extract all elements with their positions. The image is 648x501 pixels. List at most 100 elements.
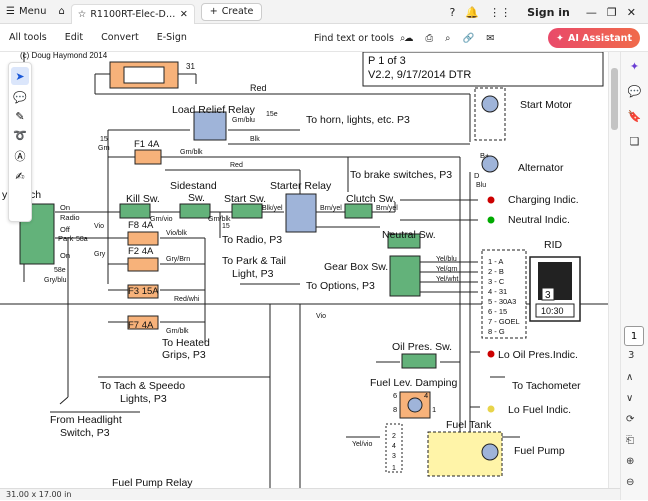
neutral-indic-label: Neutral Indic. xyxy=(508,214,570,226)
switch-position: Radio xyxy=(60,213,80,222)
ai-assistant-button[interactable]: ✦ AI Assistant xyxy=(548,28,640,48)
mail-icon[interactable]: ✉ xyxy=(486,32,495,44)
pin-label: 8 xyxy=(393,405,397,414)
oil-pressure-label: Oil Pres. Sw. xyxy=(392,341,452,353)
apps-grid-icon[interactable]: ⋮⋮ xyxy=(489,5,512,19)
fuse-label: F7 4A xyxy=(128,320,154,331)
wire-label: 15e xyxy=(266,111,278,118)
maximize-icon[interactable]: ❐ xyxy=(606,5,617,19)
wire-label: Grn/blk xyxy=(180,149,203,156)
vertical-scrollbar[interactable] xyxy=(608,52,620,488)
clutch-label: Clutch Sw. xyxy=(346,193,396,205)
wire-label: Yel/wht xyxy=(436,276,458,283)
close-tab-icon[interactable]: ✕ xyxy=(179,8,188,20)
next-page-icon[interactable]: ∨ xyxy=(626,393,634,404)
wire-label: D xyxy=(474,171,480,180)
comments-panel-icon[interactable]: 💬 xyxy=(627,85,642,98)
wire-label: Gry/Brn xyxy=(166,256,190,263)
switch-position: Off xyxy=(60,225,71,234)
minimize-icon[interactable]: — xyxy=(585,5,597,19)
fuse-label: F1 4A xyxy=(134,139,160,150)
star-icon[interactable]: ☆ xyxy=(77,8,87,20)
pen-icon[interactable]: ✎ xyxy=(15,110,25,123)
charging-label: Charging Indic. xyxy=(508,194,579,206)
page-total: 3 xyxy=(628,350,635,361)
wire-label: Vio xyxy=(94,223,104,230)
right-rail: ✦ 💬 🔖 ❏ xyxy=(620,52,648,500)
zoom-search-icon[interactable]: ⌕ xyxy=(445,32,451,44)
scrollbar-thumb[interactable] xyxy=(611,68,618,130)
prev-page-icon[interactable]: ∧ xyxy=(626,372,634,383)
wire-label: Red xyxy=(230,162,243,169)
all-tools-menu[interactable]: All tools xyxy=(9,32,47,43)
hamburger-icon: ☰ xyxy=(6,6,15,17)
help-icon[interactable]: ? xyxy=(449,5,456,19)
zoom-in-icon[interactable]: ⊕ xyxy=(626,456,635,467)
fuel-damping-label: Fuel Lev. Damping xyxy=(370,377,458,389)
wire-label: Blk xyxy=(250,136,260,143)
find-tools-button[interactable]: Find text or tools ⌕ xyxy=(314,32,406,44)
wire-label: B+ xyxy=(480,151,490,160)
rid-gear: 3 xyxy=(545,290,551,301)
refresh-icon[interactable]: ⟳ xyxy=(626,414,635,425)
document-tab[interactable]: ☆ R1100RT-Elec-Diagram-V... ✕ xyxy=(70,3,195,24)
select-cursor-icon[interactable]: ➤ xyxy=(11,67,29,85)
rid-pin: 1 - A xyxy=(488,257,503,266)
esign-menu[interactable]: E-Sign xyxy=(156,32,187,43)
to-tachometer-label: To Tachometer xyxy=(512,380,581,392)
document-viewer[interactable]: 31 P 1 of 3 V2.2, 9/17/2014 DTR (c) Doug… xyxy=(0,52,608,488)
ai-sidebar-icon[interactable]: ✦ xyxy=(629,60,640,73)
battery-number: 31 xyxy=(186,62,195,71)
pages-icon[interactable]: ❏ xyxy=(629,135,640,148)
wire-label: Grn/blk xyxy=(208,216,231,223)
gearbox-label: Gear Box Sw. xyxy=(324,261,388,273)
text-box-icon[interactable]: Ⓐ xyxy=(14,150,26,163)
alternator xyxy=(481,155,499,173)
fuel-pump-label: Fuel Pump xyxy=(514,445,565,457)
wire-label: Red/whi xyxy=(174,296,200,303)
switch-position: On xyxy=(60,251,70,260)
wire-label: Blu xyxy=(476,182,486,189)
page-number-input[interactable]: 1 xyxy=(624,326,644,346)
park-tail-label: To Park & Tail xyxy=(222,255,286,267)
headlight-label: From Headlight xyxy=(50,414,122,426)
home-button[interactable]: ⌂ xyxy=(52,0,70,24)
menu-button[interactable]: ☰ Menu xyxy=(6,6,47,17)
wire-label: Vio/blk xyxy=(166,230,187,237)
create-button[interactable]: + Create xyxy=(200,2,263,21)
zoom-out-icon[interactable]: ⊖ xyxy=(626,477,635,488)
bookmark-icon[interactable]: 🔖 xyxy=(627,110,642,123)
edit-menu[interactable]: Edit xyxy=(64,32,84,43)
rid-time: 10:30 xyxy=(541,306,564,316)
convert-menu[interactable]: Convert xyxy=(101,32,139,43)
close-window-icon[interactable]: ✕ xyxy=(626,5,636,19)
wire-label: Brn/yel xyxy=(320,205,342,212)
rid-pin: 8 - G xyxy=(488,327,505,336)
print-icon[interactable]: ⎙ xyxy=(425,32,434,44)
tach-label: To Tach & Speedo xyxy=(100,380,185,392)
wire-label: Blk/yel xyxy=(262,205,283,212)
wire-label: Grn/blk xyxy=(166,328,189,335)
link-icon[interactable]: 🔗 xyxy=(462,32,475,44)
wire-label: Grn/vio xyxy=(150,216,173,223)
switch-position: On xyxy=(60,203,70,212)
upload-cloud-icon[interactable]: ☁ xyxy=(404,32,414,44)
sidestand-label: Sw. xyxy=(188,192,205,204)
fuel-pump-relay-label: Fuel Pump Relay xyxy=(112,477,193,488)
lasso-icon[interactable]: ➰ xyxy=(13,129,27,142)
wiring-diagram: 31 P 1 of 3 V2.2, 9/17/2014 DTR (c) Doug… xyxy=(0,52,608,488)
plus-icon: + xyxy=(209,6,218,17)
rid-pin: 6 - 15 xyxy=(488,307,507,316)
wire-label: 58e xyxy=(54,267,66,274)
sign-in-button[interactable]: Sign in xyxy=(527,5,570,19)
comment-icon[interactable]: 💬 xyxy=(13,91,27,104)
pin-label: 3 xyxy=(392,453,396,460)
fuse-label: F3 15A xyxy=(128,286,159,297)
wire-label: Yel/vio xyxy=(352,441,372,448)
options-label: To Options, P3 xyxy=(306,280,375,292)
pin-label: 1 xyxy=(432,405,436,414)
fit-page-icon[interactable]: ⎗ xyxy=(626,435,634,446)
bell-icon[interactable]: 🔔 xyxy=(465,5,480,19)
stamp-icon[interactable]: ✍ xyxy=(15,170,25,183)
page-info: P 1 of 3 xyxy=(368,55,406,67)
